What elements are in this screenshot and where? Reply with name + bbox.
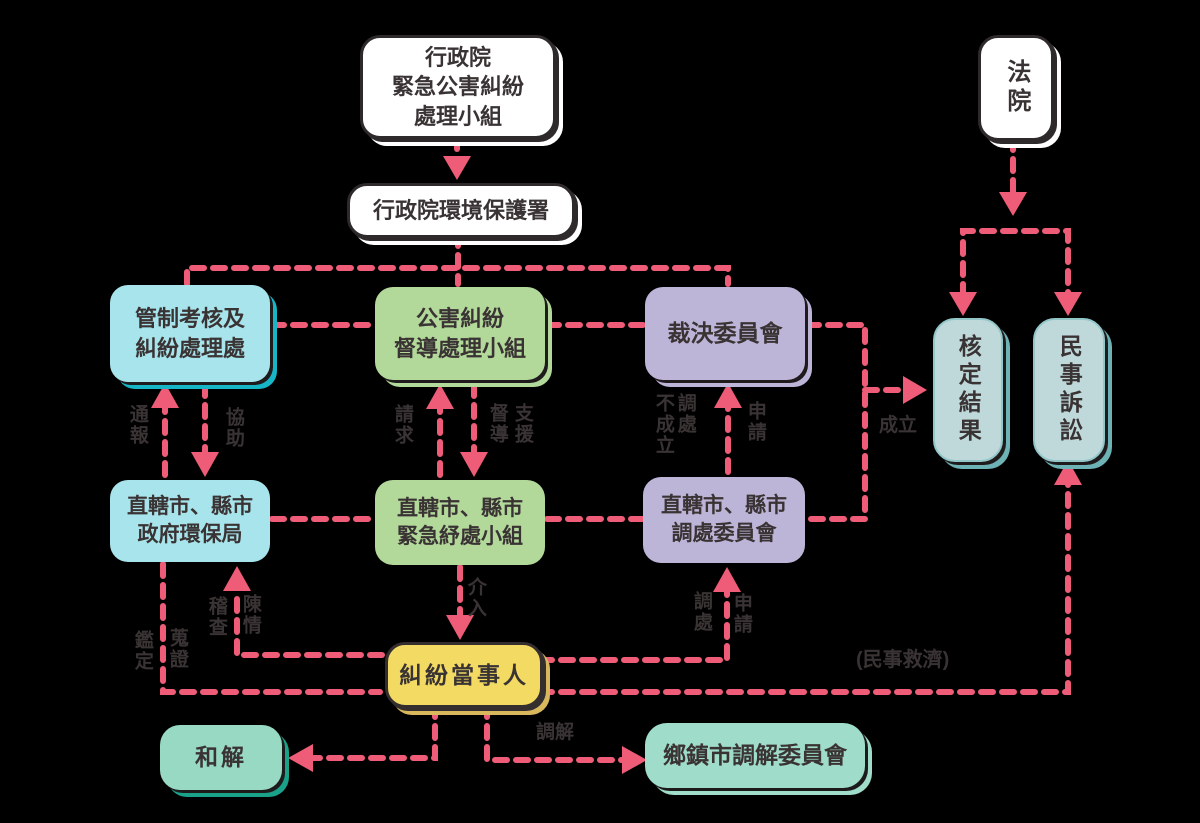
node-township-mediation-committee: 鄉鎮市調解委員會 bbox=[645, 723, 865, 788]
arrowhead-township-right bbox=[622, 746, 647, 774]
edge-label-intervene: 介入 bbox=[464, 577, 486, 619]
edge-label-request: 請求 bbox=[391, 404, 413, 446]
edge-label-supervise: 督導 bbox=[486, 403, 508, 445]
connector-court-split bbox=[960, 228, 1071, 299]
arrowhead-to-civil-down bbox=[1054, 292, 1082, 316]
arrowhead-assist-down bbox=[191, 452, 219, 477]
connector-apply-mediation bbox=[537, 587, 730, 663]
node-court: 法院 bbox=[978, 35, 1054, 141]
edge-label-inspect: 稽查 bbox=[205, 596, 227, 638]
arrowhead-supervise-down bbox=[460, 452, 488, 477]
connector-inspect-petition bbox=[234, 587, 385, 658]
arrowhead-to-result-down bbox=[949, 292, 977, 316]
arrowhead-apply-adjudication-up bbox=[714, 383, 742, 408]
edge-label-report: 通報 bbox=[126, 404, 148, 446]
arrowhead-settlement-left bbox=[288, 744, 313, 772]
edge-label-evidence: 蒐證 bbox=[166, 628, 188, 670]
node-approval-result: 核定結果 bbox=[933, 318, 1003, 462]
node-local-mediation-committee: 直轄市、縣市 調處委員會 bbox=[643, 477, 805, 563]
arrowhead-report-up bbox=[151, 383, 179, 408]
edge-label-apply-adjudication: 申請 bbox=[744, 401, 766, 443]
arrowhead-request-up bbox=[426, 384, 454, 409]
node-civil-litigation: 民事訴訟 bbox=[1033, 318, 1105, 462]
node-dispute-parties: 糾紛當事人 bbox=[385, 642, 543, 708]
node-local-epb: 直轄市、縣市 政府環保局 bbox=[110, 480, 270, 562]
edge-label-appraisal: 鑑定 bbox=[131, 630, 153, 672]
edge-label-petition: 陳情 bbox=[239, 594, 261, 636]
node-epa: 行政院環境保護署 bbox=[347, 183, 575, 238]
arrowhead-apply-mediation-up bbox=[713, 567, 741, 592]
arrowhead-team-to-epa bbox=[443, 156, 471, 180]
edge-label-apply-mediation: 申請 bbox=[730, 593, 752, 635]
node-settlement: 和解 bbox=[160, 725, 282, 790]
edge-label-mediation: 調解 bbox=[536, 722, 575, 743]
node-adjudication-committee: 裁決委員會 bbox=[645, 287, 805, 380]
arrowhead-established-right bbox=[903, 376, 927, 404]
connector-settlement bbox=[307, 702, 438, 761]
edge-label-assist: 協助 bbox=[222, 407, 244, 449]
edge-label-mediate: 調處 bbox=[690, 591, 712, 633]
connector-appraisal-evidence bbox=[160, 561, 383, 695]
node-pollution-supervision-team: 公害糾紛 督導處理小組 bbox=[375, 287, 545, 380]
edge-label-established: 成立 bbox=[879, 415, 918, 436]
edge-label-civil-relief: (民事救濟) bbox=[856, 649, 950, 671]
arrowhead-court-down bbox=[999, 192, 1027, 216]
connector-township-mediation bbox=[484, 702, 628, 763]
connector-top-bus bbox=[184, 265, 731, 287]
connector-civil-relief bbox=[537, 479, 1071, 695]
arrowhead-civil-relief-up bbox=[1054, 460, 1082, 485]
arrowhead-intervene-down bbox=[446, 615, 474, 640]
edge-label-support: 支援 bbox=[511, 403, 533, 445]
arrowhead-inspect-up bbox=[223, 566, 251, 591]
node-executive-yuan-team: 行政院 緊急公害糾紛 處理小組 bbox=[360, 35, 556, 139]
connector-established-rail bbox=[804, 322, 868, 522]
edge-label-mediation-failed: 調處 不成立 bbox=[652, 393, 696, 456]
node-control-assessment-dept: 管制考核及 糾紛處理處 bbox=[110, 285, 270, 382]
node-local-emergency-team: 直轄市、縣市 緊急紓處小組 bbox=[375, 480, 545, 565]
